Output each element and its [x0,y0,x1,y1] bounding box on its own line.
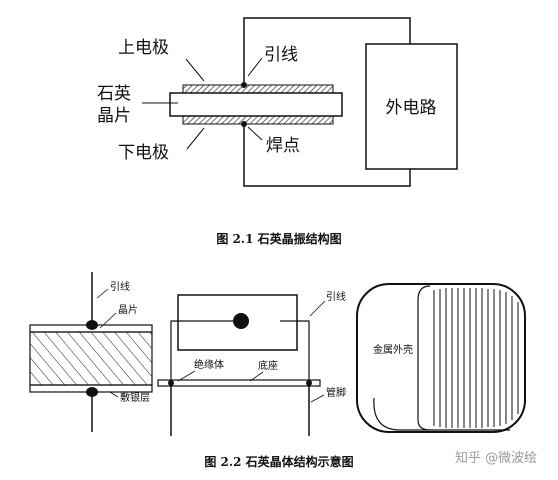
solder-point-label: 焊点 [266,136,300,156]
lower-lead-wire [243,124,411,187]
figure-2-1-caption: 图 2.1 石英晶振结构图 [216,231,341,246]
insulator-label: 绝缘体 [194,358,224,371]
pin-leader [310,394,325,403]
metal-case-outline [356,283,526,433]
upper-lead-wire [243,17,411,85]
figure-2-1: 外电路 上电极 引线 石英 晶片 下电极 焊点 图 2.1 石英晶振结构图 [97,17,458,246]
upper-electrode-shape [182,84,334,94]
right-lead-label: 引线 [326,290,346,303]
base-plate [157,379,321,387]
insulator-left [168,380,174,386]
electrode-dot [233,313,249,329]
assembly-view: 绝缘体 底座 引线 管脚 [157,290,346,436]
lower-solder-dot [241,121,247,127]
metal-case-rim [417,285,431,431]
cross-wafer-label: 晶片 [118,303,138,316]
upper-solder-dot [241,82,247,88]
lower-electrode-leader [186,127,205,150]
upper-electrode-label: 上电极 [118,38,169,58]
insulator-right [306,380,312,386]
cross-silver-leader [109,391,119,398]
inner-lead-right [280,320,310,380]
cross-wafer [29,331,153,386]
metal-case-label: 金属外壳 [373,343,413,356]
external-circuit-box [365,43,458,170]
pin-label: 管脚 [326,386,346,399]
base-leader [249,371,264,382]
lead-wire-label: 引线 [264,45,298,65]
figure-2-2-caption: 图 2.2 石英晶体结构示意图 [204,454,353,469]
right-lead-leader [309,300,326,317]
quartz-label-line1: 石英 [97,84,131,104]
lead-wire-leader [247,57,263,77]
solder-leader [247,126,263,141]
cross-section-view: 引线 晶片 敷银层 [29,272,153,432]
watermark-text: 知乎 @微波绘 [455,450,537,466]
quartz-wafer-shape [169,92,343,117]
external-circuit-label: 外电路 [386,98,437,118]
cross-wafer-leader [99,312,117,329]
insulator-leader [177,370,196,382]
quartz-label-line2: 晶片 [97,106,131,126]
cross-solder-bottom [86,387,98,397]
base-label: 底座 [258,359,278,372]
metal-case-ridges [433,288,519,428]
lower-electrode-label: 下电极 [118,143,169,163]
metal-case-lip [373,397,510,431]
cross-solder-top [86,320,98,330]
lower-electrode-shape [182,115,334,125]
cross-lead-leader [96,288,109,299]
cross-silver-label: 敷银层 [120,391,150,404]
figure-2-2: 引线 晶片 敷银层 绝缘体 [29,272,526,469]
upper-electrode-leader [185,58,205,82]
metal-case-view: 金属外壳 [356,283,526,433]
inner-lead-left [170,320,233,380]
cross-lead-label: 引线 [110,280,130,293]
